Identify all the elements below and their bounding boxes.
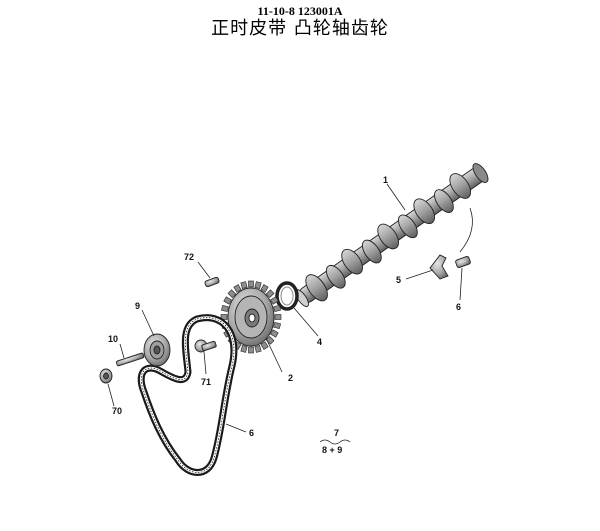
tensioner-nut: [99, 368, 113, 384]
callouts: 1 2 4 5 6 6 9 10 70 71 72: [108, 175, 461, 438]
leader-lines: [107, 183, 463, 433]
callout-10: 10: [108, 334, 118, 344]
kit-note-top: 7: [334, 428, 339, 438]
sprocket-tooth: [260, 341, 269, 350]
sprocket-tooth: [248, 346, 254, 354]
sprocket-tooth: [260, 284, 269, 293]
sprocket-tooth: [270, 296, 279, 305]
camshaft: [294, 163, 489, 308]
sprocket-tooth: [254, 344, 262, 353]
sprocket-tooth: [233, 284, 242, 293]
callout-70: 70: [112, 406, 122, 416]
kit-note-bottom: 8 + 9: [322, 445, 342, 455]
cam-lobes: [305, 173, 472, 302]
tensioner-stud: [116, 352, 145, 367]
callout-5: 5: [396, 275, 401, 285]
sprocket-tooth: [220, 304, 229, 313]
sprocket-tooth: [248, 280, 254, 288]
diagram-title: 正时皮带 凸轮轴齿轮: [211, 18, 389, 39]
sprocket-tooth: [265, 289, 275, 299]
callout-71: 71: [201, 377, 211, 387]
sprocket-tooth: [223, 296, 232, 305]
timing-belt: [137, 314, 238, 476]
tensioner-roller: [143, 333, 171, 367]
sensor-screw: [455, 255, 471, 269]
sprocket-tooth: [240, 281, 248, 290]
sprocket-tooth: [274, 314, 282, 320]
sprocket-tooth: [273, 304, 282, 313]
sprocket-bolt: [194, 339, 217, 353]
sensor-wire: [459, 207, 473, 253]
callout-6-sensor: 6: [456, 302, 461, 312]
oil-seal: [275, 281, 299, 311]
diagram-code: 11-10-8 123001A: [257, 4, 343, 18]
sensor-bracket: [429, 254, 449, 280]
callout-6-belt: 6: [249, 428, 254, 438]
camshaft-sprocket: [220, 280, 282, 354]
diagram-header: 11-10-8 123001A 正时皮带 凸轮轴齿轮: [0, 4, 600, 40]
callout-9: 9: [135, 301, 140, 311]
callout-2: 2: [288, 373, 293, 383]
locating-pin: [204, 276, 220, 288]
sprocket-tooth: [240, 344, 248, 353]
sprocket-tooth: [270, 329, 279, 338]
callout-72: 72: [184, 252, 194, 262]
callout-4: 4: [317, 337, 322, 347]
callout-1: 1: [383, 175, 388, 185]
sprocket-tooth: [273, 321, 282, 330]
sprocket-tooth: [227, 289, 237, 299]
sprocket-tooth: [254, 281, 262, 290]
sprocket-tooth: [220, 314, 228, 320]
kit-note: 7 8 + 9: [319, 428, 351, 455]
